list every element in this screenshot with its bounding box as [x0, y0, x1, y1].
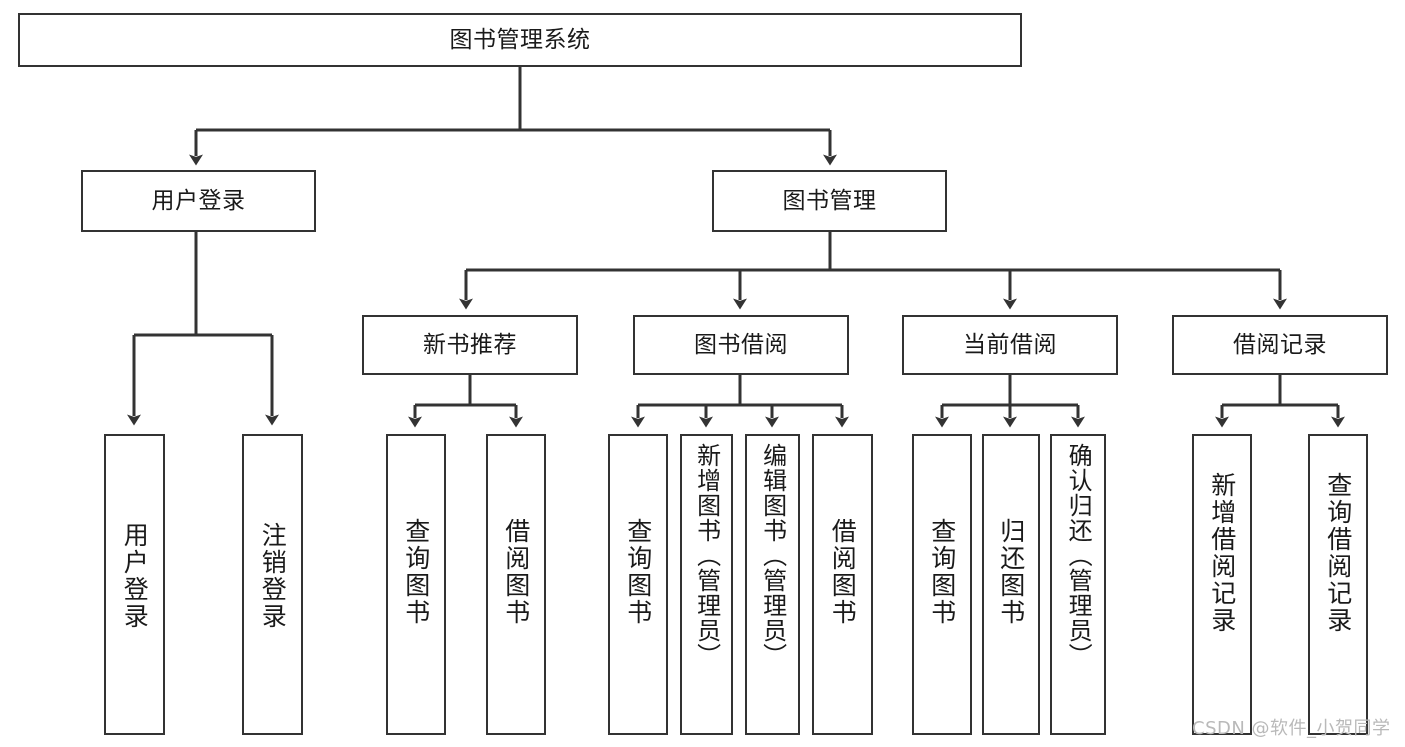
node-leaf-user-logout[interactable]: 注销登录 [242, 434, 303, 735]
node-leaf-query-book-1[interactable]: 查询图书 [386, 434, 446, 735]
node-label: 图书管理系统 [449, 26, 591, 53]
node-label: 借阅图书 [501, 518, 531, 626]
node-label: 借阅图书 [828, 518, 858, 626]
node-book-management[interactable]: 图书管理 [712, 170, 947, 232]
node-new-book-recommend[interactable]: 新书推荐 [362, 315, 578, 375]
node-label: 查询图书 [401, 518, 431, 626]
node-leaf-borrow-book-2[interactable]: 借阅图书 [812, 434, 873, 735]
node-leaf-query-record[interactable]: 查询借阅记录 [1308, 434, 1368, 735]
node-label: 用户登录 [151, 187, 246, 214]
node-label: 图书借阅 [694, 331, 788, 358]
node-label: 归还图书 [996, 518, 1026, 626]
node-label: 用户登录 [120, 522, 150, 630]
node-leaf-query-book-3[interactable]: 查询图书 [912, 434, 972, 735]
node-label: 查询借阅记录 [1323, 472, 1353, 634]
node-label: 图书管理 [782, 187, 877, 214]
node-leaf-return-book[interactable]: 归还图书 [982, 434, 1040, 735]
node-label: 查询图书 [623, 518, 653, 626]
node-label: 新增借阅记录 [1207, 472, 1237, 634]
node-root-system[interactable]: 图书管理系统 [18, 13, 1022, 67]
csdn-watermark: CSDN @软件_小贺同学 [1192, 718, 1391, 739]
node-label: 借阅记录 [1233, 331, 1327, 358]
node-label: 确认归还（管理员） [1064, 443, 1093, 668]
node-label: 编辑图书（管理员） [758, 443, 787, 668]
node-leaf-borrow-book-1[interactable]: 借阅图书 [486, 434, 546, 735]
node-leaf-user-login[interactable]: 用户登录 [104, 434, 165, 735]
node-leaf-add-record[interactable]: 新增借阅记录 [1192, 434, 1252, 735]
node-leaf-add-book[interactable]: 新增图书（管理员） [680, 434, 733, 735]
node-borrow-record[interactable]: 借阅记录 [1172, 315, 1388, 375]
node-label: 注销登录 [258, 522, 288, 630]
node-label: 新书推荐 [423, 331, 517, 358]
node-label: 当前借阅 [963, 331, 1057, 358]
node-leaf-edit-book[interactable]: 编辑图书（管理员） [745, 434, 800, 735]
node-book-borrow[interactable]: 图书借阅 [633, 315, 849, 375]
node-leaf-confirm-return[interactable]: 确认归还（管理员） [1050, 434, 1106, 735]
node-label: 新增图书（管理员） [692, 443, 721, 668]
node-user-login[interactable]: 用户登录 [81, 170, 316, 232]
node-current-borrow[interactable]: 当前借阅 [902, 315, 1118, 375]
node-leaf-query-book-2[interactable]: 查询图书 [608, 434, 668, 735]
node-label: 查询图书 [927, 518, 957, 626]
